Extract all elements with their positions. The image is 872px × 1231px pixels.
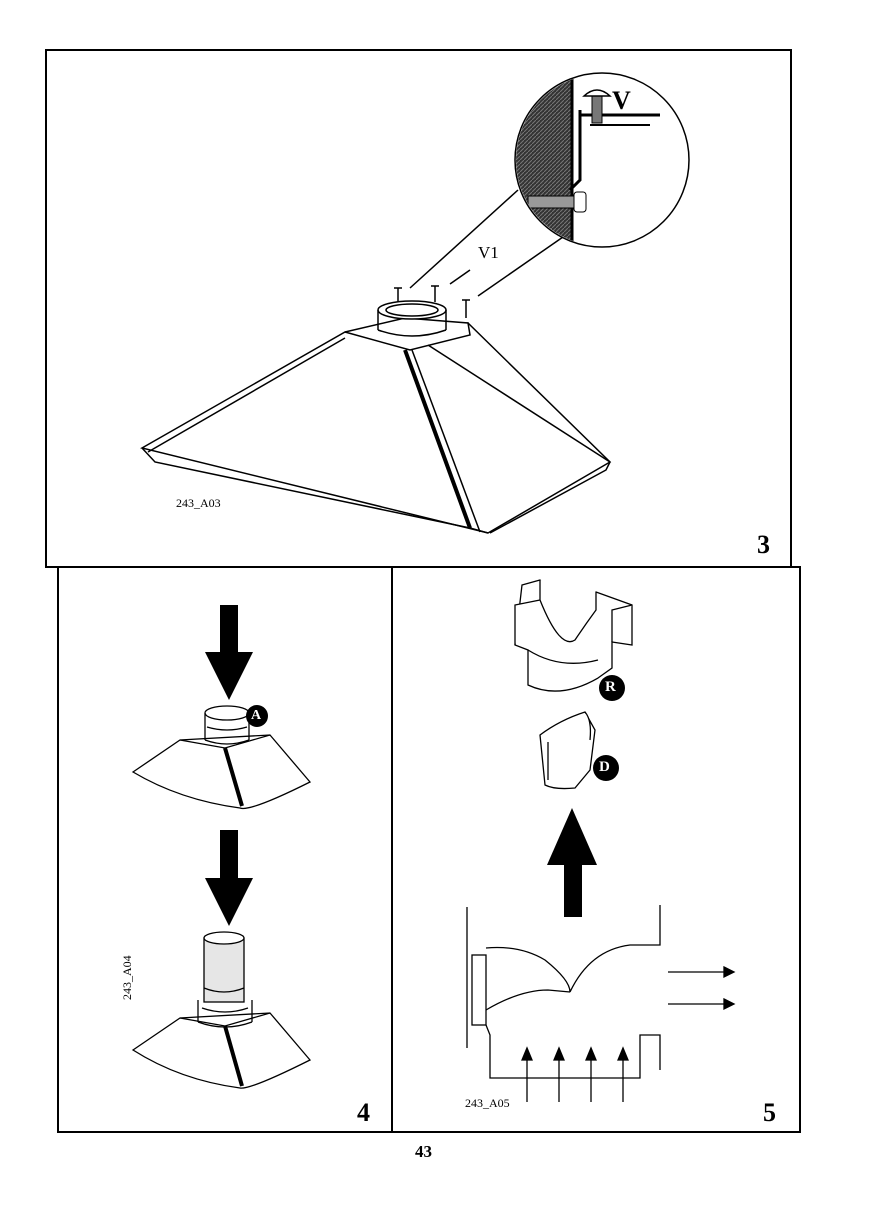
hood-illustration	[142, 190, 610, 533]
page-number: 43	[415, 1142, 432, 1162]
deflector-d-illustration	[540, 712, 595, 789]
airflow-diagram	[467, 905, 734, 1102]
screw-detail-circle	[510, 70, 689, 250]
part-d-label: D	[599, 759, 610, 776]
hood-with-duct-illustration	[133, 932, 310, 1088]
figure-4-number: 4	[357, 1098, 370, 1128]
figure-5-code: 243_A05	[465, 1096, 510, 1111]
part-a-label: A	[251, 708, 261, 724]
arrow-up-icon	[547, 808, 597, 917]
hood-with-collar-illustration	[133, 706, 310, 808]
screw-label-v1: V1	[478, 243, 499, 263]
arrow-down-icon	[205, 605, 253, 700]
part-r-label: R	[605, 679, 616, 696]
deflector-r-illustration	[515, 580, 632, 691]
figure-5-number: 5	[763, 1098, 776, 1128]
figure-3-number: 3	[757, 530, 770, 560]
detail-label-v: V	[612, 86, 631, 116]
figure-4-code: 243_A04	[120, 955, 135, 1000]
arrow-down-icon	[205, 830, 253, 926]
figure-3-code: 243_A03	[176, 496, 221, 511]
